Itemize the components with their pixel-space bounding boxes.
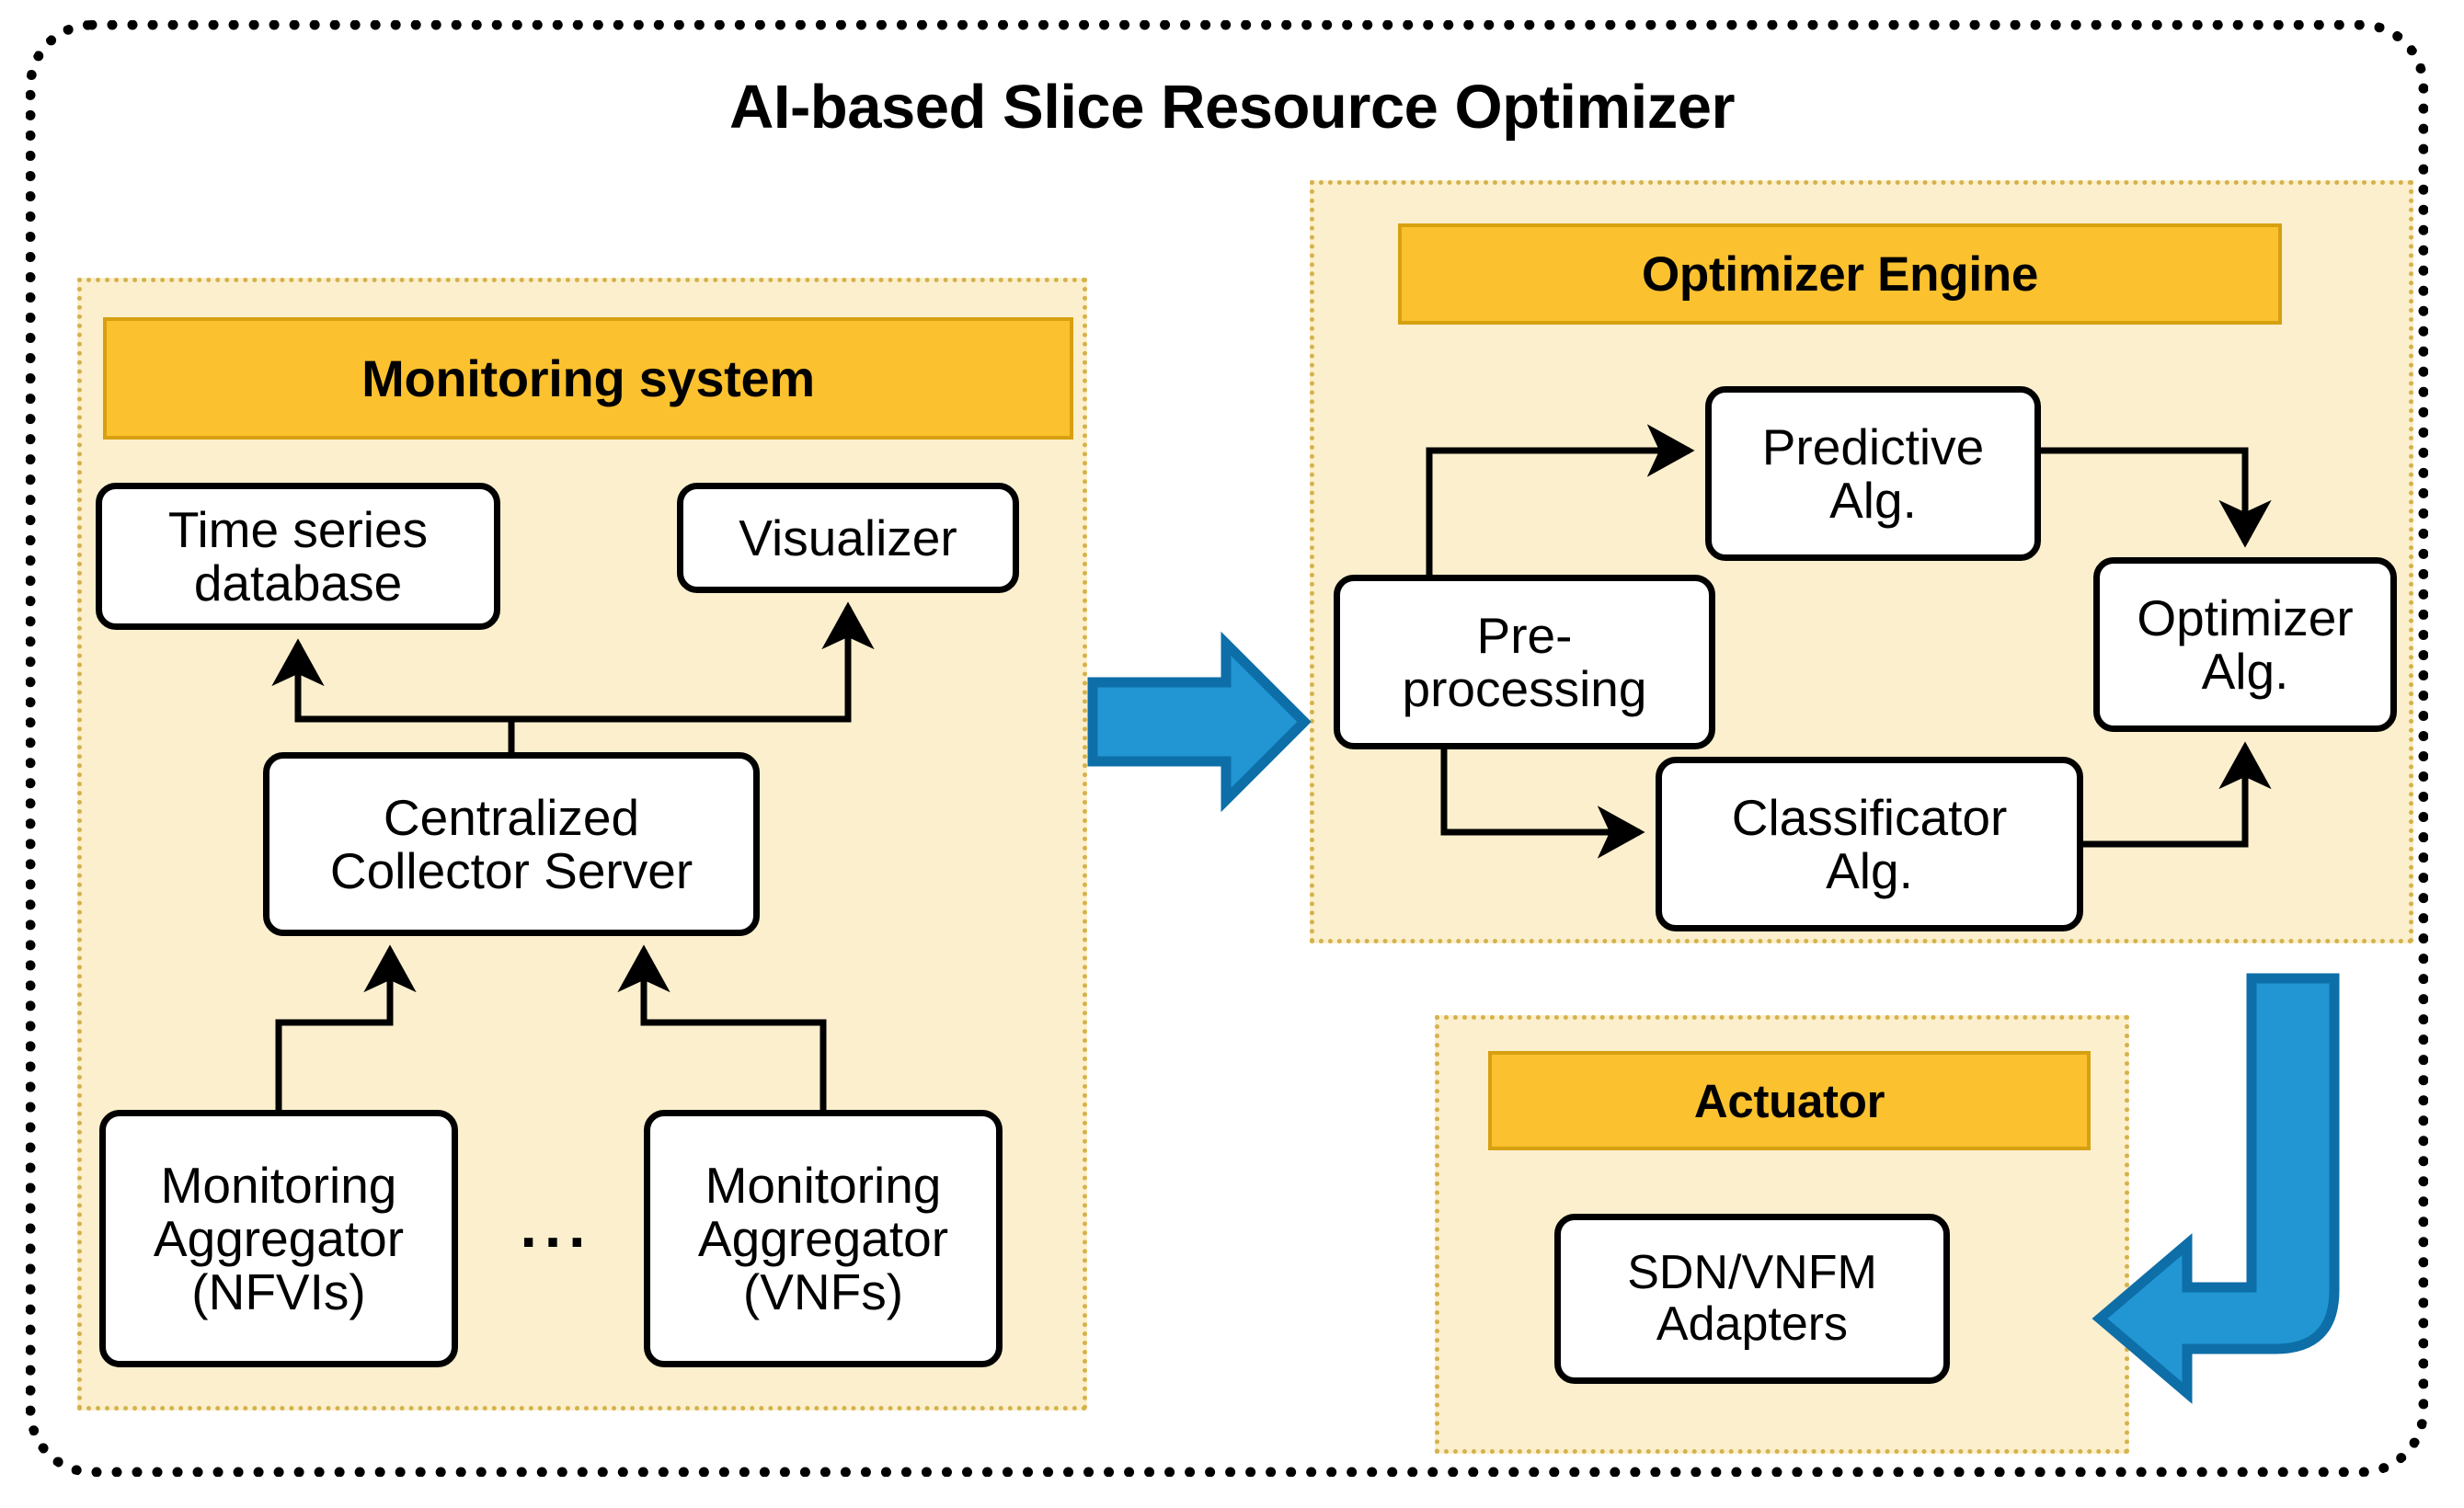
node-time-series-database[interactable]: Time series database xyxy=(96,483,500,630)
node-label-line: Pre- xyxy=(1476,606,1573,664)
node-monitoring-aggregator-vnfs[interactable]: Monitoring Aggregator (VNFs) xyxy=(644,1110,1003,1367)
node-pre-processing[interactable]: Pre- processing xyxy=(1334,575,1715,749)
node-label-line: Alg. xyxy=(1829,472,1917,529)
panel-header-optimizer-engine: Optimizer Engine xyxy=(1398,223,2282,325)
node-label-line: processing xyxy=(1402,660,1647,717)
node-label-line: Alg. xyxy=(1826,842,1913,899)
node-visualizer[interactable]: Visualizer xyxy=(677,483,1019,593)
node-label-line: Aggregator xyxy=(153,1209,405,1267)
node-predictive-alg[interactable]: Predictive Alg. xyxy=(1705,386,2041,561)
node-label-line: Monitoring xyxy=(160,1156,397,1214)
node-classificator-alg[interactable]: Classificator Alg. xyxy=(1656,757,2083,931)
node-label-line: Time series xyxy=(167,500,429,558)
node-label-line: Classificator xyxy=(1731,788,2008,846)
node-label-line: Centralized xyxy=(383,788,640,846)
panel-header-actuator: Actuator xyxy=(1488,1051,2091,1150)
outer-dotted-frame xyxy=(26,20,2428,1477)
node-label-line: Alg. xyxy=(2201,643,2289,700)
node-optimizer-alg[interactable]: Optimizer Alg. xyxy=(2093,557,2397,732)
node-monitoring-aggregator-nfvis[interactable]: Monitoring Aggregator (NFVIs) xyxy=(99,1110,458,1367)
node-label-line: Adapters xyxy=(1656,1297,1849,1351)
node-label-line: Predictive xyxy=(1761,417,1985,475)
node-label-line: SDN/VNFM xyxy=(1627,1246,1877,1300)
node-sdn-vnfm-adapters[interactable]: SDN/VNFM Adapters xyxy=(1554,1214,1950,1384)
node-label-line: Aggregator xyxy=(697,1209,949,1267)
aggregator-ellipsis: ... xyxy=(520,1192,593,1260)
panel-header-monitoring-system: Monitoring system xyxy=(103,317,1073,440)
node-label-line: Visualizer xyxy=(739,508,957,566)
node-label-line: Collector Server xyxy=(329,842,693,899)
node-label-line: (NFVIs) xyxy=(191,1263,366,1321)
node-label-line: (VNFs) xyxy=(742,1263,904,1321)
node-centralized-collector-server[interactable]: Centralized Collector Server xyxy=(263,752,760,936)
page-title: AI-based Slice Resource Optimizer xyxy=(728,73,1736,142)
node-label-line: database xyxy=(193,554,403,611)
node-label-line: Optimizer xyxy=(2137,588,2354,646)
node-label-line: Monitoring xyxy=(705,1156,942,1214)
